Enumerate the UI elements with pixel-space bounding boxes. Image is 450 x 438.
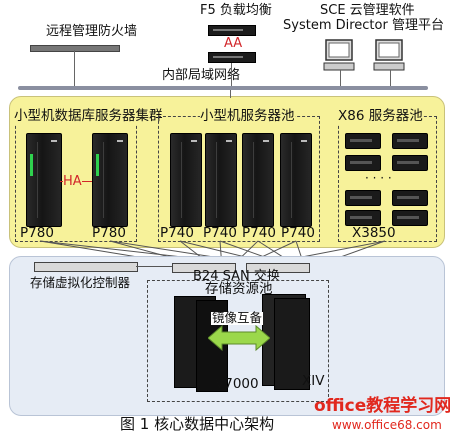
computer-icon xyxy=(373,39,405,71)
db-cluster-label: 小型机数据库服务器集群 xyxy=(14,108,163,124)
firewall-line xyxy=(74,50,75,86)
p740-server xyxy=(170,133,202,227)
x86-server-unit xyxy=(392,190,428,206)
x3850-label: X3850 xyxy=(352,225,396,241)
v7000-label: V7000 xyxy=(215,376,259,392)
lan-to-zone-line xyxy=(230,90,231,98)
san-switch xyxy=(172,263,236,273)
f5-label: F5 负载均衡 xyxy=(200,3,272,18)
p780-server xyxy=(92,133,128,227)
x86-server-unit xyxy=(392,210,428,226)
figure-caption: 图 1 核心数据中心架构 xyxy=(120,415,275,433)
p740-server xyxy=(242,133,274,227)
p740-label: P740 xyxy=(281,225,315,241)
storage-pool-box xyxy=(147,280,329,402)
f5-unit-top xyxy=(208,25,256,36)
computer-icon xyxy=(323,39,355,71)
mirror-arrow xyxy=(208,324,270,352)
p780-server xyxy=(26,133,62,227)
virt-to-san-line xyxy=(136,266,172,267)
xiv-storage xyxy=(274,298,310,390)
p740-server xyxy=(205,133,237,227)
ha-label: HA xyxy=(63,174,82,189)
f5-unit-bottom xyxy=(208,52,256,63)
lan-label: 内部局域网络 xyxy=(162,68,241,83)
x86-pool-label: X86 服务器池 xyxy=(338,108,423,124)
x86-server-unit xyxy=(345,210,381,226)
p740-label: P740 xyxy=(160,225,194,241)
sce-label-line1: SCE 云管理软件 xyxy=(320,3,415,18)
more-dots: · · · · xyxy=(365,171,392,185)
p740-server xyxy=(280,133,312,227)
p780-label: P780 xyxy=(92,225,126,241)
x86-server-unit xyxy=(345,133,381,149)
watermark-text: office教程学习网 xyxy=(314,396,450,416)
firewall-device xyxy=(30,45,120,52)
x86-server-unit xyxy=(392,155,428,171)
sce-label-line2: System Director 管理平台 xyxy=(283,18,444,33)
firewall-label: 远程管理防火墙 xyxy=(46,24,138,39)
storage-pool-label: 存储资源池 xyxy=(205,281,273,297)
xiv-label: XIV xyxy=(302,373,325,389)
x86-server-unit xyxy=(345,155,381,171)
san-switch xyxy=(246,263,310,273)
x86-server-unit xyxy=(392,133,428,149)
p780-label: P780 xyxy=(20,225,54,241)
san-connections xyxy=(39,240,386,269)
sce-line xyxy=(340,70,341,86)
f5-line xyxy=(231,63,232,86)
storage-virt-controller xyxy=(34,262,138,272)
mirror-label: 镜像互备 xyxy=(211,310,264,325)
watermark-url: www.office68.com xyxy=(332,418,442,432)
san-label: B24 SAN 交换 xyxy=(193,269,280,284)
x86-server-unit xyxy=(345,190,381,206)
p740-label: P740 xyxy=(203,225,237,241)
lan-bar xyxy=(18,86,428,90)
storage-virt-label: 存储虚拟化控制器 xyxy=(30,275,131,290)
sce-line xyxy=(390,70,391,86)
p740-label: P740 xyxy=(242,225,276,241)
aa-label: AA xyxy=(224,36,243,51)
mini-pool-label: 小型机服务器池 xyxy=(200,108,295,124)
